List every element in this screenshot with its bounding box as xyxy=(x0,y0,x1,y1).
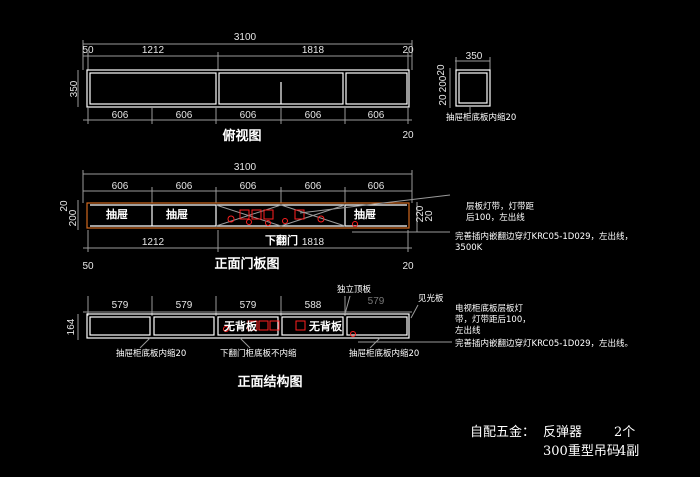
drawer-side-a-dim: 20 xyxy=(436,64,447,76)
struct-note-line3: 左出线 xyxy=(455,325,481,336)
struct-top-dim-1: 579 xyxy=(112,300,129,311)
top-bottom-dim-1: 606 xyxy=(112,110,129,121)
top-right-seg-dim: 1818 xyxy=(302,45,325,56)
front-bottom-left-gap: 50 xyxy=(82,261,94,272)
top-view-title: 俯视图 xyxy=(222,128,261,144)
lower-door-label: 下翻门 xyxy=(265,233,298,247)
front-drawer-label-2: 抽屉 xyxy=(166,207,188,221)
struct-ghost-dim: 579 xyxy=(368,296,385,307)
struct-note-line4: 完善插内嵌翻边穿灯KRC05-1D029，左出线。 xyxy=(455,338,633,349)
hardware-footer: 自配五金： 反弹器 2个 300重型吊码 4副 xyxy=(470,424,639,459)
no-back-label-1: 无背板 xyxy=(223,319,258,333)
front-note-2-line1: 完善插内嵌翻边穿灯KRC05-1D029，左出线， xyxy=(455,231,633,242)
front-door-title: 正面门板图 xyxy=(214,256,279,272)
front-note-1-line2: 后100，左出线 xyxy=(466,212,525,223)
struct-bottom-label-left: 抽屉柜底板内缩20 xyxy=(116,348,186,359)
top-height-dim: 350 xyxy=(69,80,80,97)
footer-label: 自配五金： xyxy=(470,424,535,440)
drawer-detail-note: 抽屉柜底板内缩20 xyxy=(446,112,516,123)
front-note-1-line1: 层板灯带，灯带距 xyxy=(466,201,535,212)
top-right-gap-dim: 20 xyxy=(402,45,414,56)
front-top-dim-4: 606 xyxy=(305,181,322,192)
standing-panel-label: 独立顶板 xyxy=(337,284,372,295)
struct-bottom-label-right: 抽屉柜底板内缩20 xyxy=(349,348,419,359)
front-top-dim-5: 606 xyxy=(368,181,385,192)
front-structure-title: 正面结构图 xyxy=(237,374,302,390)
front-drawer-label-3: 抽屉 xyxy=(354,207,376,221)
top-view: 3100 50 1212 1818 20 350 606 606 606 606… xyxy=(69,32,414,144)
light-panel-label: 见光板 xyxy=(418,293,444,304)
struct-top-dim-4: 588 xyxy=(305,300,322,311)
struct-bottom-label-mid: 下翻门柜底板不内缩 xyxy=(220,348,297,359)
top-total-dim: 3100 xyxy=(234,32,257,43)
front-bottom-right-gap: 20 xyxy=(402,261,414,272)
front-left-a-dim: 20 xyxy=(59,200,70,212)
top-bottom-dim-4: 606 xyxy=(305,110,322,121)
front-right-b-dim: 20 xyxy=(424,210,435,222)
drawer-side-c-dim: 20 xyxy=(438,94,449,106)
struct-left-dim: 164 xyxy=(66,318,77,335)
front-bottom-right-seg: 1818 xyxy=(302,237,325,248)
front-drawer-label-1: 抽屉 xyxy=(106,207,128,221)
top-bottom-right-dim: 20 xyxy=(402,130,414,141)
top-bottom-dim-2: 606 xyxy=(176,110,193,121)
front-top-dim-1: 606 xyxy=(112,181,129,192)
drawer-side-b-dim: 200 xyxy=(438,75,449,92)
drawer-detail: 350 20 200 20 抽屉柜底板内缩20 xyxy=(436,51,516,123)
no-back-label-2: 无背板 xyxy=(308,319,343,333)
footer-item-1: 反弹器 xyxy=(543,425,582,440)
top-bottom-dim-3: 606 xyxy=(240,110,257,121)
front-bottom-left-seg: 1212 xyxy=(142,237,165,248)
front-top-dim-3: 606 xyxy=(240,181,257,192)
struct-top-dim-2: 579 xyxy=(176,300,193,311)
front-top-dim-2: 606 xyxy=(176,181,193,192)
top-left-seg-dim: 1212 xyxy=(142,45,165,56)
top-bottom-dim-5: 606 xyxy=(368,110,385,121)
front-note-2-line2: 3500K xyxy=(455,243,483,253)
footer-qty-1: 2个 xyxy=(614,425,635,440)
footer-qty-2: 4副 xyxy=(618,444,639,459)
front-structure-view: 579 579 579 588 579 164 无背板 无背板 独立顶板 见光板… xyxy=(66,284,633,390)
struct-top-dim-3: 579 xyxy=(240,300,257,311)
front-left-b-dim: 200 xyxy=(68,209,79,226)
front-total-dim: 3100 xyxy=(234,162,257,173)
front-right-a-dim: 220 xyxy=(415,205,426,222)
top-left-gap-dim: 50 xyxy=(82,45,94,56)
footer-item-2: 300重型吊码 xyxy=(543,443,620,459)
struct-note-line1: 电视柜底板层板灯 xyxy=(455,303,524,314)
drawer-width-dim: 350 xyxy=(466,51,483,62)
struct-note-line2: 带，灯带距后100， xyxy=(455,314,531,325)
front-door-view: 3100 606 606 606 606 606 20 200 220 20 xyxy=(59,162,633,272)
